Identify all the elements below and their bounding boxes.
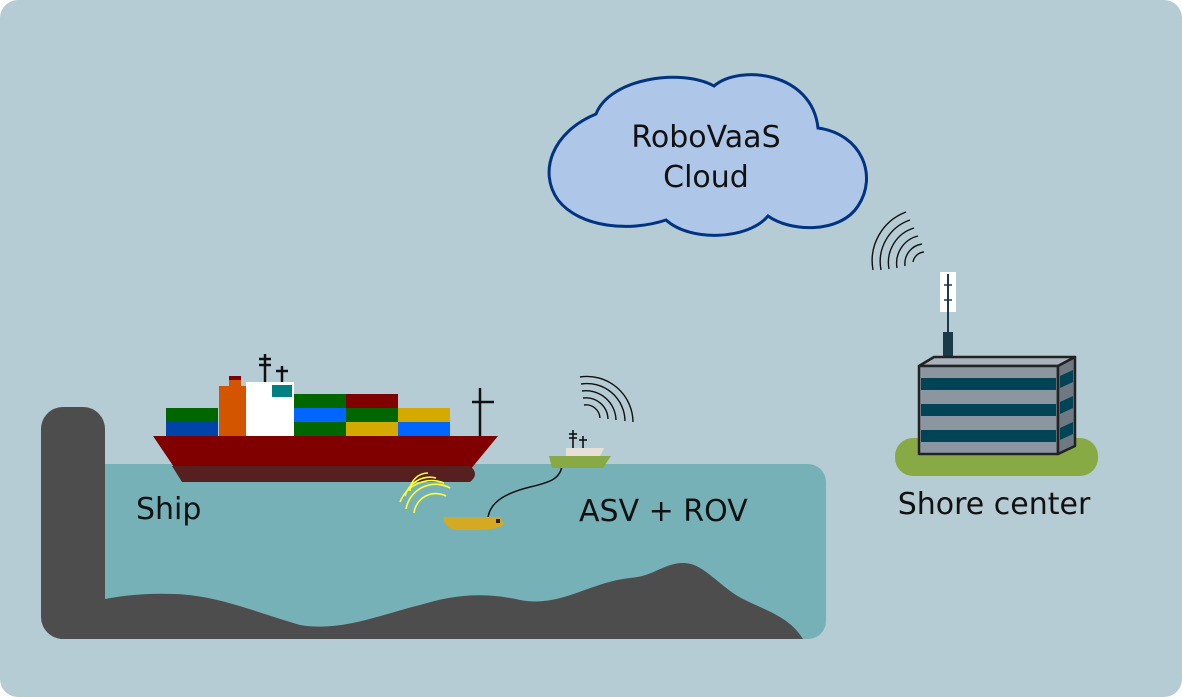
- wireless-signal-icon: [399, 472, 451, 514]
- seabed: [60, 562, 803, 639]
- rov-tether: [487, 465, 563, 519]
- wireless-signal-icon: [579, 375, 634, 423]
- cloud-title-line1: RoboVaaS: [631, 120, 780, 155]
- rov-icon: [443, 517, 504, 530]
- asv-boat-icon: [549, 430, 611, 468]
- ship-label: Ship: [136, 492, 201, 527]
- building-windows: [921, 370, 1073, 442]
- shore-center-label: Shore center: [898, 487, 1091, 522]
- wireless-signal-icon: [871, 211, 925, 271]
- antenna-icon: [940, 272, 956, 362]
- container-ship-icon: [153, 354, 498, 482]
- pier-wall: [41, 407, 105, 639]
- cloud-icon: [547, 73, 868, 237]
- asv-rov-label: ASV + ROV: [579, 494, 748, 529]
- cloud-title-line2: Cloud: [663, 160, 749, 195]
